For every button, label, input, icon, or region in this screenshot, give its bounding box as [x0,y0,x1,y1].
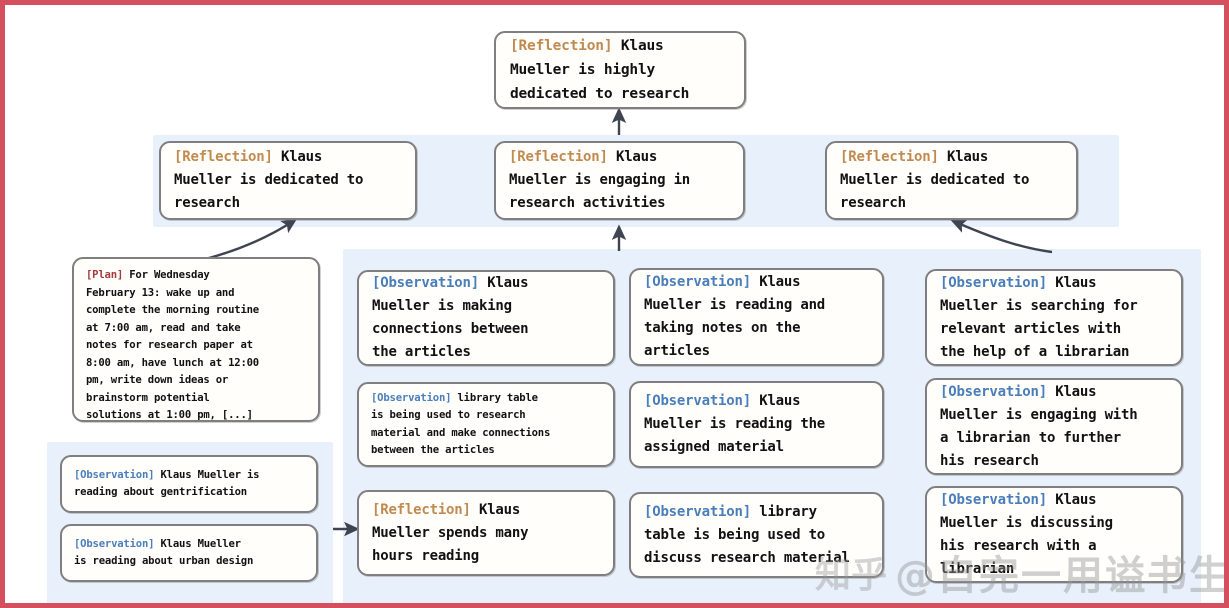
tag-reflection: [Reflection] [174,149,273,165]
tag-observation: [Observation] [371,391,452,404]
node-reflection-right-text: [Reflection] Klaus Mueller is dedicated … [840,149,1030,211]
tag-observation: [Observation] [644,503,751,520]
node-col1-observation-2[interactable]: [Observation] library table is being use… [357,382,615,467]
node-reflection-left-text: [Reflection] Klaus Mueller is dedicated … [174,149,364,211]
tag-observation: [Observation] [74,468,155,481]
node-left-observation-2[interactable]: [Observation] Klaus Mueller is reading a… [60,524,318,582]
tag-observation: [Observation] [940,491,1047,508]
node-col1-observation-1-text: [Observation] Klaus Mueller is making co… [372,275,529,360]
tag-reflection: [Reflection] [372,501,471,518]
node-reflection-mid-text: [Reflection] Klaus Mueller is engaging i… [509,149,691,211]
node-plan-text: [Plan] For Wednesday February 13: wake u… [86,269,259,421]
tag-reflection: [Reflection] [509,149,608,165]
node-col1-reflection[interactable]: [Reflection] Klaus Mueller spends many h… [357,490,615,576]
tag-observation: [Observation] [940,274,1047,291]
node-col3-observation-3-text: [Observation] Klaus Mueller is discussin… [940,491,1113,577]
tag-plan: [Plan] [86,269,124,281]
watermark-logo: 知乎 [815,555,888,596]
node-col2-observation-3[interactable]: [Observation] library table is being use… [629,492,884,578]
node-col1-reflection-text: [Reflection] Klaus Mueller spends many h… [372,501,529,564]
node-left-observation-1-text: [Observation] Klaus Mueller is reading a… [74,468,260,499]
node-col3-observation-1[interactable]: [Observation] Klaus Mueller is searching… [925,269,1183,366]
tag-observation: [Observation] [74,537,155,550]
node-top-reflection[interactable]: [Reflection] Klaus Mueller is highly ded… [494,31,746,109]
node-col3-observation-2-text: [Observation] Klaus Mueller is engaging … [940,383,1138,469]
node-reflection-mid[interactable]: [Reflection] Klaus Mueller is engaging i… [494,141,745,220]
tag-reflection: [Reflection] [510,38,613,54]
tag-observation: [Observation] [372,275,479,291]
watermark-handle: @自完一用谥书生 [895,553,1229,599]
tag-observation: [Observation] [940,383,1047,400]
tag-observation: [Observation] [644,274,751,290]
tag-observation: [Observation] [644,393,751,409]
node-left-observation-1[interactable]: [Observation] Klaus Mueller is reading a… [60,455,318,513]
node-col2-observation-2[interactable]: [Observation] Klaus Mueller is reading t… [629,381,884,468]
node-col3-observation-1-text: [Observation] Klaus Mueller is searching… [940,274,1138,360]
node-reflection-right[interactable]: [Reflection] Klaus Mueller is dedicated … [825,141,1078,220]
node-top-reflection-text: [Reflection] Klaus Mueller is highly ded… [510,38,690,102]
node-left-observation-2-text: [Observation] Klaus Mueller is reading a… [74,537,254,568]
node-col3-observation-2[interactable]: [Observation] Klaus Mueller is engaging … [925,378,1183,475]
node-col3-observation-3[interactable]: [Observation] Klaus Mueller is discussin… [925,486,1183,583]
node-col2-observation-3-text: [Observation] library table is being use… [644,503,850,566]
node-plan[interactable]: [Plan] For Wednesday February 13: wake u… [72,257,320,422]
node-col1-observation-1[interactable]: [Observation] Klaus Mueller is making co… [357,270,615,366]
node-col1-observation-2-text: [Observation] library table is being use… [371,391,551,457]
tag-reflection: [Reflection] [840,149,939,165]
node-reflection-left[interactable]: [Reflection] Klaus Mueller is dedicated … [159,141,417,220]
node-col2-observation-1[interactable]: [Observation] Klaus Mueller is reading a… [629,268,884,366]
node-col2-observation-1-text: [Observation] Klaus Mueller is reading a… [644,274,826,359]
node-col2-observation-2-text: [Observation] Klaus Mueller is reading t… [644,393,826,455]
